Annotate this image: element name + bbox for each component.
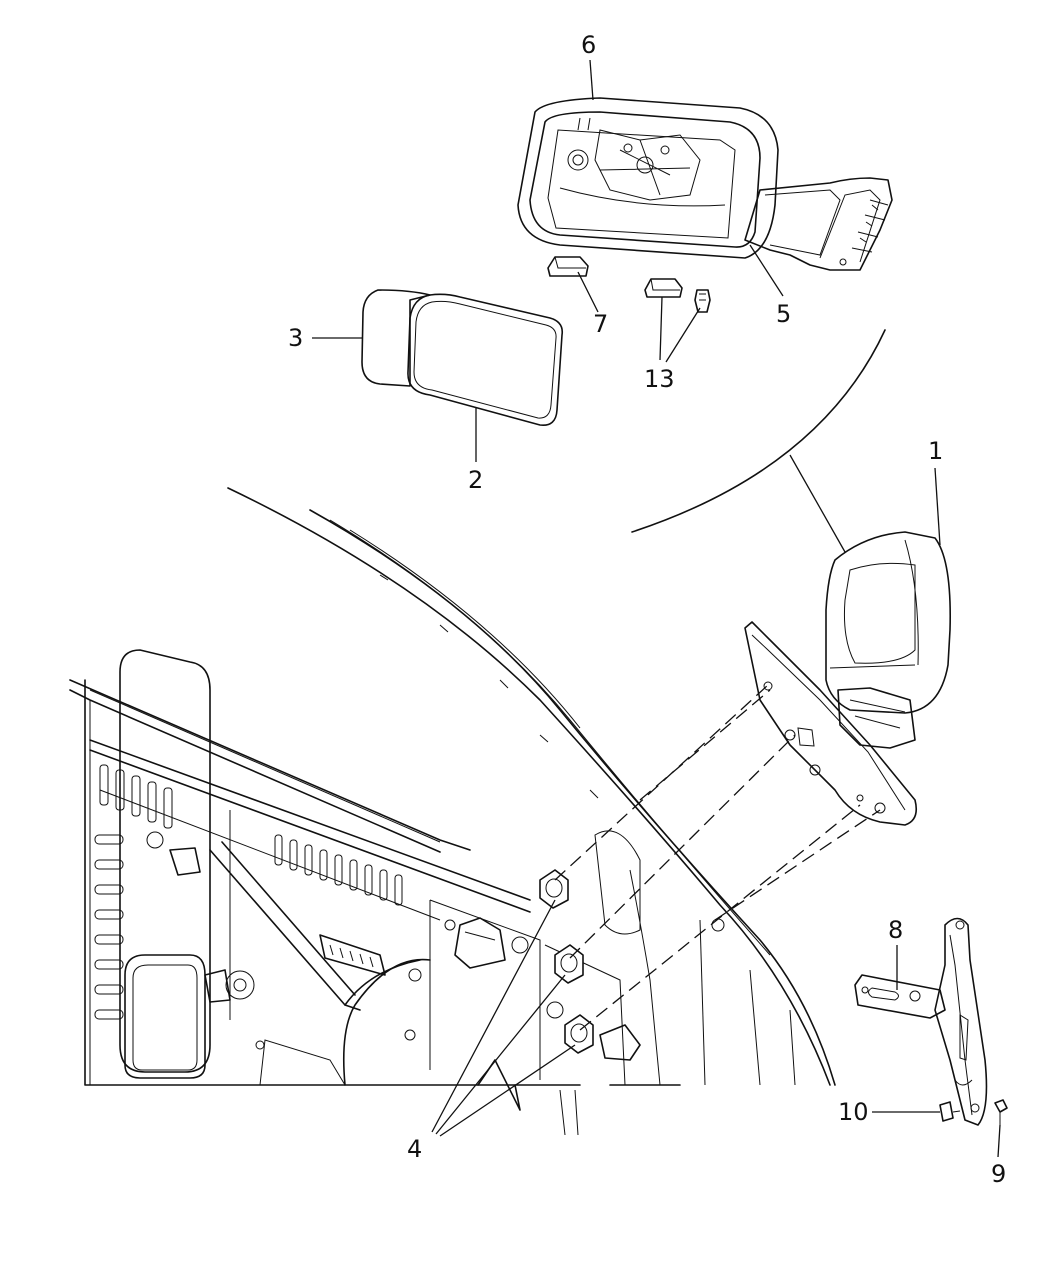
mirror-housing-icon [517, 97, 779, 259]
callout-7: 7 [593, 310, 608, 338]
mirror-glass-icon [407, 293, 564, 427]
mirror-glass-backing-icon [361, 289, 431, 387]
alignment-lines [554, 684, 881, 1031]
screw-icon [994, 1099, 1008, 1125]
lamp-clip-icon [644, 278, 711, 313]
callout-4: 4 [407, 1135, 422, 1163]
leader-lines [312, 59, 1001, 1158]
callout-10: 10 [838, 1098, 869, 1126]
nut-icon [539, 869, 594, 1054]
callout-1: 1 [928, 437, 943, 465]
callout-2: 2 [468, 466, 483, 494]
callout-8: 8 [888, 916, 903, 944]
detail-arc-leader [789, 454, 846, 553]
callout-9: 9 [991, 1160, 1006, 1188]
bolt-icon [939, 1101, 961, 1122]
mirror-assembly-icon [744, 531, 952, 826]
bracket-icon [854, 917, 988, 1126]
door-panel-icon [69, 487, 836, 1136]
callout-13: 13 [644, 365, 675, 393]
callout-6: 6 [581, 31, 596, 59]
callout-labels: 6 3 2 5 7 13 1 8 10 9 4 [288, 31, 1006, 1188]
mirror-base-icon [744, 177, 893, 271]
callout-3: 3 [288, 324, 303, 352]
detail-arc [631, 329, 886, 533]
callout-5: 5 [776, 300, 791, 328]
clip-icon [547, 256, 589, 277]
